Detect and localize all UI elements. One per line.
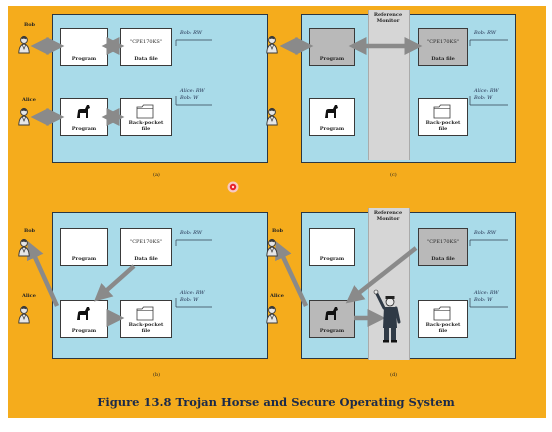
reference-monitor-c xyxy=(368,10,410,160)
panel-label-b: (b) xyxy=(153,372,161,378)
back-pocket-label: Back-pocket file xyxy=(419,322,467,334)
acl-entry: Alice: RW xyxy=(474,88,499,94)
data-file-label: Data file xyxy=(134,256,158,262)
back-pocket-line1: Back-pocket xyxy=(128,322,164,328)
program-label: Program xyxy=(71,256,97,262)
reference-monitor-label-d: Reference Monitor xyxy=(368,210,408,222)
back-pocket-line1: Back-pocket xyxy=(425,322,461,328)
data-file-content: "CPE170KS" xyxy=(129,39,163,45)
alice-program-d: Program xyxy=(309,300,355,338)
acl-entry: Bob: RW xyxy=(180,230,202,236)
data-file-b: "CPE170KS" Data file xyxy=(120,228,172,266)
alice-program-a: Program xyxy=(60,98,108,136)
alice-label-a: Alice xyxy=(22,97,36,103)
alice-label-d: Alice xyxy=(270,293,284,299)
alice-program-b: Program xyxy=(60,300,108,338)
bob-program-a: Program xyxy=(60,28,108,66)
back-pocket-label: Back-pocket file xyxy=(121,322,171,334)
reference-line1: Reference xyxy=(373,210,403,216)
program-label: Program xyxy=(319,56,345,62)
back-pocket-line2: file xyxy=(141,126,151,132)
data-file-content: "CPE170KS" xyxy=(426,39,460,45)
program-label: Program xyxy=(71,328,97,334)
back-pocket-label: Back-pocket file xyxy=(121,120,171,132)
data-file-a: "CPE170KS" Data file xyxy=(120,28,172,66)
bob-program-c: Program xyxy=(309,28,355,66)
program-label: Program xyxy=(319,126,345,132)
data-file-label: Data file xyxy=(134,56,158,62)
acl-entry: Bob: W xyxy=(474,95,493,101)
acl-entry: Bob: RW xyxy=(180,30,202,36)
acl-data-file-b: Bob: RW xyxy=(180,230,202,237)
data-file-content: "CPE170KS" xyxy=(129,239,163,245)
reference-monitor-d xyxy=(368,208,410,360)
data-file-c: "CPE170KS" Data file xyxy=(418,28,468,66)
acl-back-pocket-b: Alice: RW Bob: W xyxy=(180,290,205,304)
acl-entry: Bob: W xyxy=(180,95,199,101)
acl-back-pocket-c: Alice: RW Bob: W xyxy=(474,88,499,102)
data-file-label: Data file xyxy=(431,56,455,62)
back-pocket-file-d: Back-pocket file xyxy=(418,300,468,338)
acl-back-pocket-d: Alice: RW Bob: W xyxy=(474,290,499,304)
panel-label-a: (a) xyxy=(153,172,160,178)
acl-entry: Bob: RW xyxy=(474,30,496,36)
acl-entry: Alice: RW xyxy=(180,290,205,296)
panel-label-c: (c) xyxy=(390,172,397,178)
acl-entry: Bob: W xyxy=(180,297,199,303)
alice-label-b: Alice xyxy=(22,293,36,299)
acl-back-pocket-a: Alice: RW Bob: W xyxy=(180,88,205,102)
reference-line2: Monitor xyxy=(376,216,400,222)
back-pocket-file-b: Back-pocket file xyxy=(120,300,172,338)
acl-entry: Bob: W xyxy=(474,297,493,303)
back-pocket-file-a: Back-pocket file xyxy=(120,98,172,136)
bob-label-d: Bob xyxy=(272,228,284,234)
reference-line2: Monitor xyxy=(376,18,400,24)
back-pocket-line2: file xyxy=(438,328,448,334)
acl-data-file-a: Bob: RW xyxy=(180,30,202,37)
acl-data-file-c: Bob: RW xyxy=(474,30,496,37)
alice-program-c: Program xyxy=(309,98,355,136)
acl-entry: Alice: RW xyxy=(474,290,499,296)
program-label: Program xyxy=(319,328,345,334)
back-pocket-file-c: Back-pocket file xyxy=(418,98,468,136)
data-file-content: "CPE170KS" xyxy=(426,239,460,245)
back-pocket-line2: file xyxy=(141,328,151,334)
data-file-d: "CPE170KS" Data file xyxy=(418,228,468,266)
back-pocket-line2: file xyxy=(438,126,448,132)
acl-entry: Alice: RW xyxy=(180,88,205,94)
data-file-label: Data file xyxy=(431,256,455,262)
bob-label-b: Bob xyxy=(24,228,36,234)
panel-label-d: (d) xyxy=(390,372,398,378)
bob-program-b: Program xyxy=(60,228,108,266)
acl-entry: Bob: RW xyxy=(474,230,496,236)
program-label: Program xyxy=(71,126,97,132)
bob-program-d: Program xyxy=(309,228,355,266)
bob-label-a: Bob xyxy=(24,22,36,28)
back-pocket-line1: Back-pocket xyxy=(128,120,164,126)
back-pocket-label: Back-pocket file xyxy=(419,120,467,132)
reference-monitor-label-c: Reference Monitor xyxy=(368,12,408,24)
reference-line1: Reference xyxy=(373,12,403,18)
program-label: Program xyxy=(71,56,97,62)
program-label: Program xyxy=(319,256,345,262)
back-pocket-line1: Back-pocket xyxy=(425,120,461,126)
figure-caption: Figure 13.8 Trojan Horse and Secure Oper… xyxy=(97,395,455,409)
acl-data-file-d: Bob: RW xyxy=(474,230,496,237)
